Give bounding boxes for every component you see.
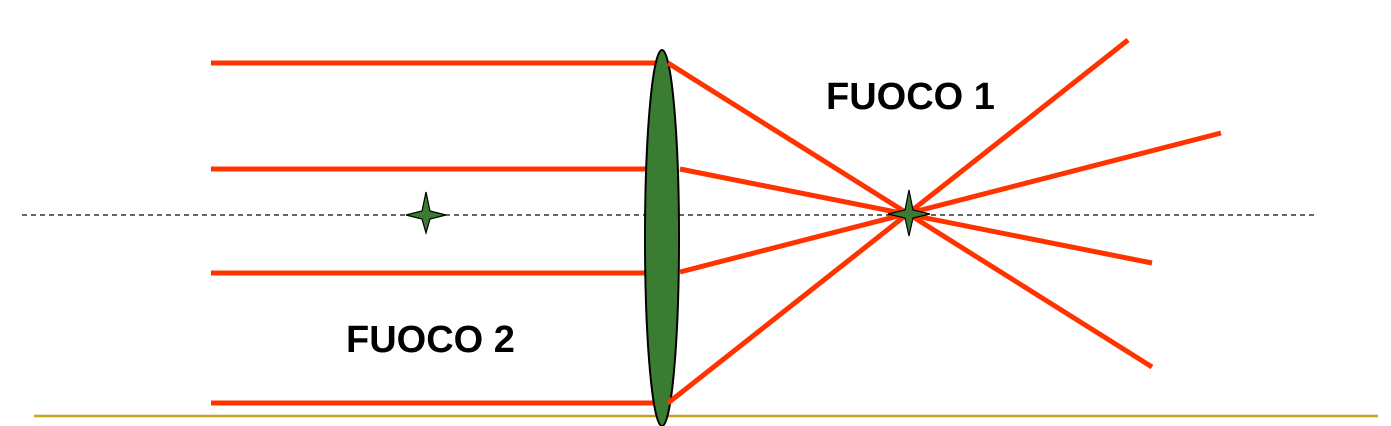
- refracted-ray-3: [679, 130, 1222, 275]
- focus-1-label: FUOCO 1: [826, 76, 995, 118]
- refracted-ray-4: [666, 38, 1130, 405]
- four-point-star-icon: [405, 191, 447, 236]
- incident-rays: [211, 60, 660, 406]
- converging-lens: [644, 49, 680, 426]
- four-point-star-icon: [887, 189, 931, 237]
- focus-2-label: FUOCO 2: [346, 319, 515, 361]
